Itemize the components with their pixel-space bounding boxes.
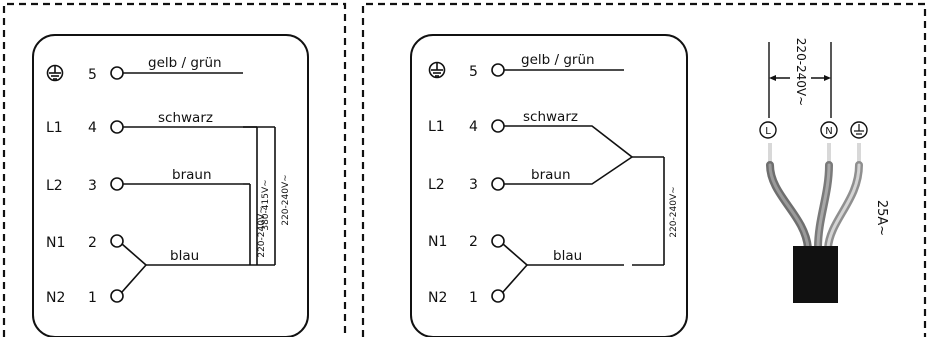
terminal-code-n1: N1 [46,235,65,251]
left-wires [121,72,276,293]
terminal-screw [491,63,505,77]
terminal-screw [491,289,505,303]
wire-label-l1: schwarz [523,109,578,125]
wire-label-ground: gelb / grün [521,52,595,68]
earth-wire [824,161,863,252]
left-terminal-panel: L1 L2 N1 N2 5 4 3 2 1 [32,34,309,337]
left-panel-frame [32,34,309,337]
voltage-label-220-240-inner: 220-240V~ [257,206,267,257]
terminal-code-n2: N2 [46,290,65,306]
wire-label-l2: braun [531,167,571,183]
terminal-screw [491,177,505,191]
earth-ground-icon [428,61,446,79]
middle-wires [502,69,665,293]
voltage-label-220-240: 220-240V~ [669,186,679,237]
neutral-conductor-icon [820,121,838,139]
wire-label-l1: schwarz [158,110,213,126]
terminal-screw [491,119,505,133]
terminal-number-1: 1 [88,290,97,306]
right-dashed-border [361,2,927,337]
neutral-conductor-letter: N [825,126,832,137]
middle-terminal-panel: L1 L2 N1 N2 5 4 3 2 1 gelb / grün schwar… [410,34,688,337]
voltage-label-220-240-outer: 220-240V~ [281,174,291,225]
terminal-number-2: 2 [469,234,478,250]
terminal-number-3: 3 [88,178,97,194]
power-cable: 220-240V~ L N [759,38,889,303]
earth-ground-icon [46,64,64,82]
wire-label-l2: braun [172,167,212,183]
wire-label-n: blau [553,248,582,264]
terminal-number-1: 1 [469,290,478,306]
terminal-screw [110,177,124,191]
terminal-screw [491,234,505,248]
terminal-number-3: 3 [469,177,478,193]
cable-current-label: 25A~ [874,200,889,236]
terminal-code-l2: L2 [46,178,63,194]
terminal-screw [110,66,124,80]
terminal-code-l2: L2 [428,177,445,193]
terminal-code-n1: N1 [428,234,447,250]
wire-label-ground: gelb / grün [148,55,222,71]
left-dashed-border [2,2,347,337]
terminal-code-l1: L1 [428,119,445,135]
terminal-number-5: 5 [469,64,478,80]
terminal-screw [110,289,124,303]
cable-jacket [793,246,838,303]
voltage-label-380-415: 380-415V~ [261,179,271,230]
terminal-number-2: 2 [88,235,97,251]
terminal-screw [110,234,124,248]
terminal-screw [110,120,124,134]
terminal-number-4: 4 [88,120,97,136]
middle-panel-frame [410,34,688,337]
cable-voltage-label: 220-240V~ [794,38,808,106]
wire-label-n: blau [170,248,199,264]
terminal-code-n2: N2 [428,290,447,306]
live-conductor-letter: L [765,126,771,137]
terminal-number-4: 4 [469,119,478,135]
live-conductor-icon [759,121,777,139]
terminal-number-5: 5 [88,67,97,83]
terminal-code-l1: L1 [46,120,63,136]
